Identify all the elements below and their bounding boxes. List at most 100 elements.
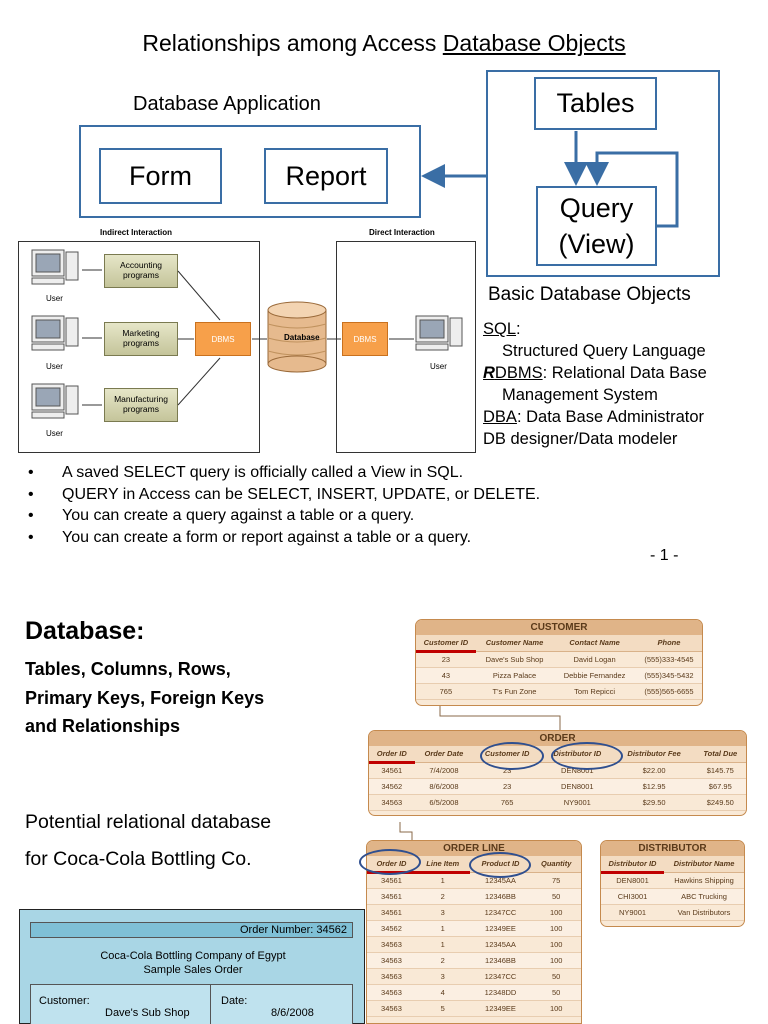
distributor-id-highlight xyxy=(551,742,623,770)
slide-title: Relationships among Access Database Obje… xyxy=(0,30,768,57)
order-date-header: Order Date xyxy=(414,746,474,763)
cell: 100 xyxy=(531,904,581,921)
order-id-header: Order ID xyxy=(369,746,415,764)
cell: Van Distributors xyxy=(664,904,744,921)
cell: 100 xyxy=(531,920,581,937)
cell: David Logan xyxy=(553,651,636,668)
cell: DEN8001 xyxy=(601,872,664,889)
cell: 765 xyxy=(473,794,541,811)
computer-icons xyxy=(31,249,463,419)
cell: 50 xyxy=(531,888,581,905)
distributor-caption: DISTRIBUTOR xyxy=(601,841,744,856)
cell: CHI3001 xyxy=(601,888,664,905)
cell: T's Fun Zone xyxy=(475,683,554,700)
order-id-highlight xyxy=(359,849,421,875)
cell: 50 xyxy=(531,968,581,985)
indirect-label: Indirect Interaction xyxy=(100,228,173,237)
database-application-box xyxy=(79,125,421,218)
database-subheading: Tables, Columns, Rows, Primary Keys, For… xyxy=(25,655,264,741)
bullet-dot: • xyxy=(28,464,34,481)
table-connectors xyxy=(399,706,561,840)
phone-header: Phone xyxy=(635,635,702,652)
view-label: (View) xyxy=(558,229,635,259)
cell: DEN8001 xyxy=(540,778,614,795)
cell: 6/5/2008 xyxy=(414,794,474,811)
cell: 100 xyxy=(531,1000,581,1017)
diagram-graphics xyxy=(31,249,463,419)
cell: (555)345-5432 xyxy=(635,667,702,684)
accounting-programs: Accounting programs xyxy=(104,254,178,288)
sql-definition: Structured Query Language xyxy=(502,342,706,360)
order-number-bar: Order Number: 34562 xyxy=(30,922,353,938)
distributor-fee-header: Distributor Fee xyxy=(613,746,695,763)
cell: 23 xyxy=(473,778,541,795)
date-label: Date: xyxy=(221,995,248,1007)
bullet-item: •You can create a query against a table … xyxy=(28,505,540,527)
cell: 23 xyxy=(416,651,476,668)
cell: Pizza Palace xyxy=(475,667,554,684)
database-cylinder-icon xyxy=(267,301,327,373)
date-value: 8/6/2008 xyxy=(271,1007,314,1019)
potential-line: for Coca-Cola Bottling Co. xyxy=(25,848,252,870)
query-to-query-arrow xyxy=(585,151,679,228)
cell: 2 xyxy=(415,888,470,905)
page-number: - 1 - xyxy=(650,547,679,564)
rdbms-term: DBMS xyxy=(494,364,543,382)
relationship-arrows xyxy=(421,131,679,228)
customer-label: Customer: xyxy=(39,995,90,1007)
cell: $22.00 xyxy=(613,762,695,779)
cell: 34563 xyxy=(367,968,416,985)
cell: $12.95 xyxy=(613,778,695,795)
rdbms-definition-cont: Management System xyxy=(502,386,658,404)
distributor-name-header: Distributor Name xyxy=(664,856,744,873)
dbms-diagram: Indirect Interaction Direct Interaction … xyxy=(18,228,476,454)
cell: 7/4/2008 xyxy=(414,762,474,779)
potential-line: Potential relational database xyxy=(25,811,272,833)
product-id-highlight xyxy=(469,852,531,878)
database-application-label: Database Application xyxy=(133,93,321,115)
cell: $249.50 xyxy=(694,794,746,811)
user-label-direct: User xyxy=(430,362,447,371)
cell: 12346BB xyxy=(469,952,532,969)
rdbms-definition: : Relational Data Base xyxy=(542,364,707,382)
contact-name-header: Contact Name xyxy=(553,635,636,652)
company-heading: Coca-Cola Bottling Company of Egypt Samp… xyxy=(20,949,366,977)
database-heading: Database: xyxy=(25,617,145,645)
cell: 8/6/2008 xyxy=(414,778,474,795)
bullet-text: A saved SELECT query is officially calle… xyxy=(62,464,464,481)
basic-objects-box xyxy=(486,70,720,277)
dbms-box-direct: DBMS xyxy=(342,322,388,356)
basic-objects-label: Basic Database Objects xyxy=(488,284,691,305)
dba-definition: : Data Base Administrator xyxy=(516,408,705,426)
cell: 1 xyxy=(415,936,470,953)
cell: NY9001 xyxy=(540,794,614,811)
glossary: SQL: Structured Query Language RDBMS: Re… xyxy=(483,318,707,450)
customer-value: Dave's Sub Shop xyxy=(105,1007,190,1019)
cell: 34563 xyxy=(369,794,415,811)
cell: 12346BB xyxy=(469,888,532,905)
cell: 34563 xyxy=(367,936,416,953)
cell: $145.75 xyxy=(694,762,746,779)
form-box: Form xyxy=(99,148,222,204)
cell: 34561 xyxy=(367,904,416,921)
cell: 43 xyxy=(416,667,476,684)
marketing-programs: Marketing programs xyxy=(104,322,178,356)
customer-id-header: Customer ID xyxy=(416,635,476,653)
cell: 100 xyxy=(531,952,581,969)
customer-caption: CUSTOMER xyxy=(416,620,702,635)
customer-id-highlight xyxy=(480,742,544,770)
cell: 3 xyxy=(415,904,470,921)
form-subtitle: Sample Sales Order xyxy=(143,964,243,976)
bullet-text: You can create a query against a table o… xyxy=(62,507,415,524)
sql-colon: : xyxy=(516,320,521,338)
cell: 3 xyxy=(415,968,470,985)
bullet-item: •You can create a form or report against… xyxy=(28,527,540,549)
